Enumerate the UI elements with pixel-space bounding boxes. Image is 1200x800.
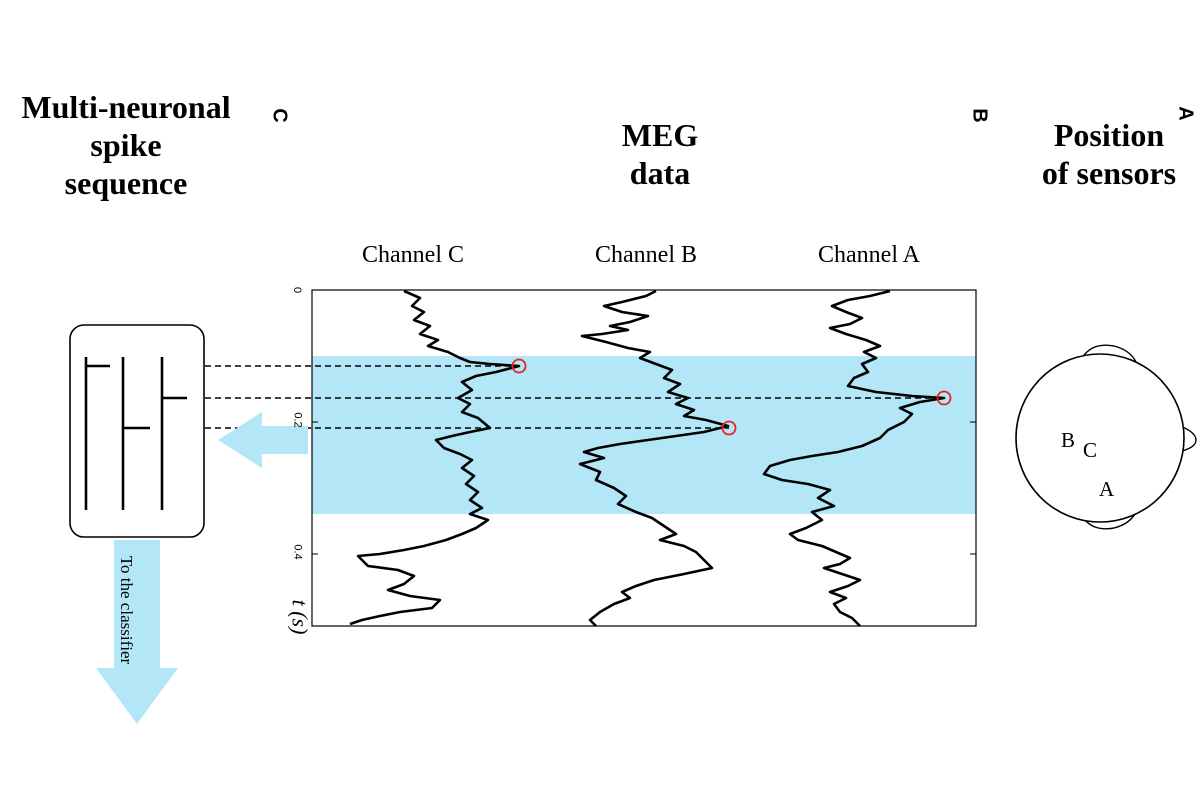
highlight-band bbox=[312, 356, 976, 514]
head-label-c: C bbox=[1083, 438, 1098, 462]
spike-marker-channel-c bbox=[511, 358, 527, 374]
channel-label-b: Channel B bbox=[595, 242, 697, 268]
channel-label-c: Channel C bbox=[362, 242, 464, 268]
head-label-b: B bbox=[1061, 428, 1076, 452]
tick-label-0.2: 0.2 bbox=[291, 412, 304, 428]
tick-label-0: 0 bbox=[291, 286, 304, 294]
meg-trace-channel-c bbox=[349, 289, 521, 626]
spike-marker-channel-b bbox=[721, 420, 737, 436]
panel-b-title: MEG data bbox=[621, 117, 699, 191]
spike-sequence-box bbox=[69, 324, 205, 538]
plot-frame bbox=[311, 289, 977, 627]
classifier-arrow bbox=[96, 540, 178, 724]
meg-trace-channel-b bbox=[578, 289, 730, 627]
classifier-arrow-label: To the classifier bbox=[117, 555, 137, 665]
head-label-a: A bbox=[1099, 477, 1115, 501]
extraction-arrow bbox=[218, 412, 308, 468]
meg-trace-channel-a bbox=[762, 289, 946, 627]
axis-title-time: t (s) bbox=[287, 599, 313, 635]
head-outline bbox=[1015, 353, 1185, 523]
channel-label-a: Channel A bbox=[818, 242, 920, 268]
spike-marker-channel-a bbox=[936, 390, 952, 406]
tick-label-0.4: 0.4 bbox=[291, 544, 304, 560]
head-diagram bbox=[1015, 344, 1197, 530]
spike-raster bbox=[84, 357, 187, 510]
panel-a-title: Position of sensors bbox=[1041, 117, 1177, 191]
panel-c-title: Multi-neuronal spike sequence bbox=[21, 89, 231, 201]
